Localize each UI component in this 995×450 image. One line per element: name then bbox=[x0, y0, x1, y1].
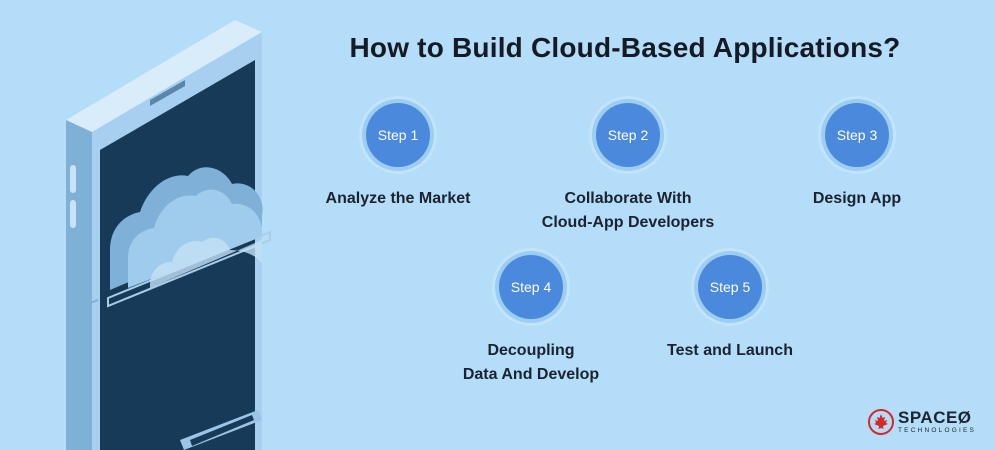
logo-name: SPACEØ bbox=[898, 408, 972, 427]
step-5: Step 5 Test and Launch bbox=[620, 255, 840, 363]
logo-subtitle: TECHNOLOGIES bbox=[898, 427, 977, 434]
step-badge: Step 3 bbox=[825, 103, 889, 167]
step-label: Decoupling Data And Develop bbox=[462, 342, 600, 383]
step-2: Step 2 Collaborate With Cloud-App Develo… bbox=[518, 103, 738, 235]
step-label: Collaborate With Cloud-App Developers bbox=[541, 190, 715, 231]
step-badge: Step 1 bbox=[366, 103, 430, 167]
step-label: Analyze the Market bbox=[325, 190, 471, 207]
step-label: Test and Launch bbox=[667, 342, 793, 359]
maple-leaf-icon bbox=[868, 409, 894, 435]
step-3: Step 3 Design App bbox=[747, 103, 967, 211]
step-1: Step 1 Analyze the Market bbox=[288, 103, 508, 211]
step-label: Design App bbox=[812, 190, 902, 207]
step-badge: Step 5 bbox=[698, 255, 762, 319]
step-4: Step 4 Decoupling Data And Develop bbox=[421, 255, 641, 387]
page-title: How to Build Cloud-Based Applications? bbox=[349, 32, 901, 63]
step-badge: Step 2 bbox=[596, 103, 660, 167]
cloud-icon bbox=[110, 167, 263, 290]
phone-illustration bbox=[66, 20, 271, 450]
step-badge: Step 4 bbox=[499, 255, 563, 319]
